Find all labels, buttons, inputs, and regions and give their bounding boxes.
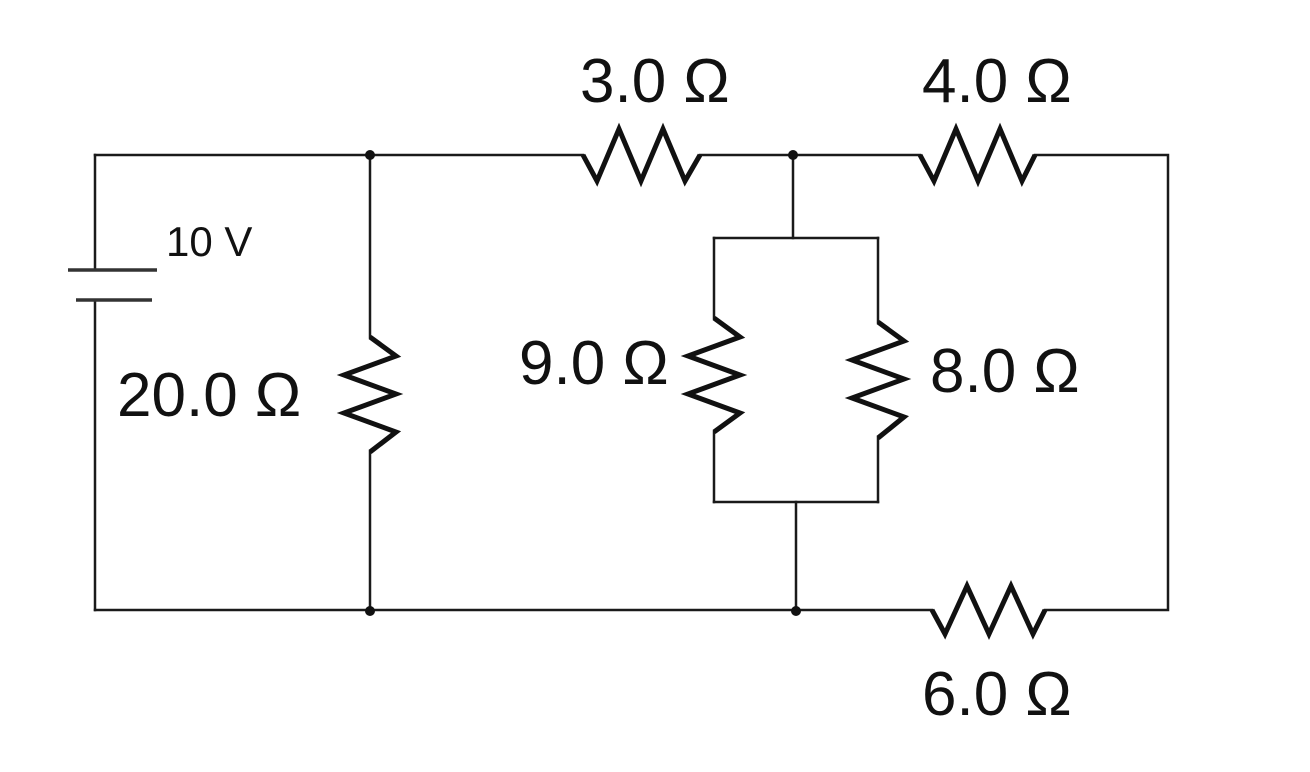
resistor-8-ohm xyxy=(844,319,912,440)
junction-node-top-left xyxy=(365,150,375,160)
battery-label: 10 V xyxy=(166,218,252,265)
resistor-3-ohm-label: 3.0 Ω xyxy=(580,47,730,116)
resistor-3-ohm xyxy=(580,122,703,188)
resistor-9-ohm-label: 9.0 Ω xyxy=(519,329,669,398)
resistor-4-ohm-label: 4.0 Ω xyxy=(922,47,1072,116)
junction-node-top-middle xyxy=(788,150,798,160)
resistor-6-ohm xyxy=(929,579,1048,641)
resistor-4-ohm xyxy=(917,122,1038,188)
junction-node-bottom-left xyxy=(365,606,375,616)
resistor-20-ohm-label: 20.0 Ω xyxy=(117,361,301,430)
resistor-8-ohm-label: 8.0 Ω xyxy=(930,337,1080,406)
junction-node-bottom-middle xyxy=(791,606,801,616)
resistor-20-ohm xyxy=(336,334,404,454)
battery xyxy=(68,268,157,302)
resistor-6-ohm-label: 6.0 Ω xyxy=(922,660,1072,729)
resistor-9-ohm xyxy=(680,315,748,435)
wire-right-loop xyxy=(1033,153,1170,612)
